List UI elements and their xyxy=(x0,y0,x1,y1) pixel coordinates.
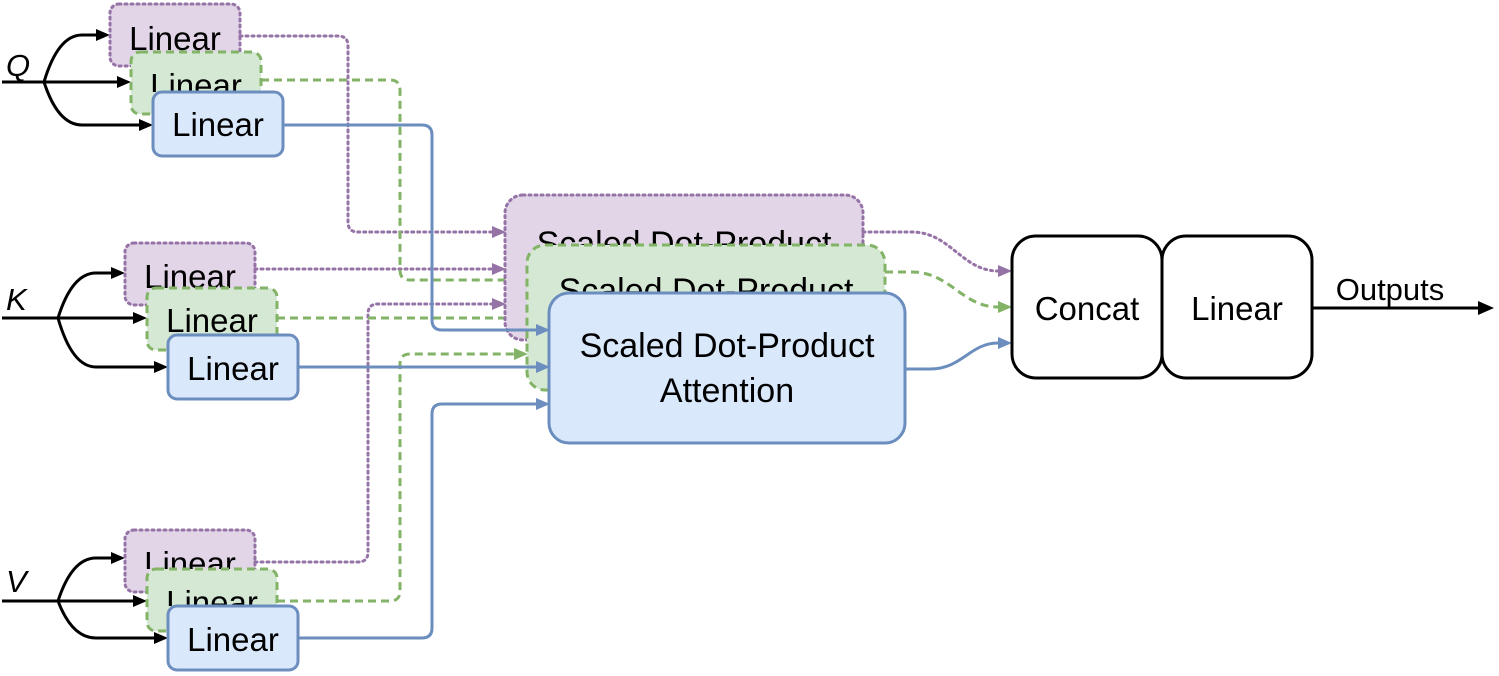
attention-purple-label: Scaled Dot-Product xyxy=(537,225,832,263)
v-arrowhead-blue xyxy=(154,632,168,644)
k-blue-arrowhead xyxy=(536,361,550,373)
q-linear-purple-label: Linear xyxy=(129,20,221,57)
k-arrowhead-green xyxy=(133,312,147,324)
green-head-connections xyxy=(261,78,516,603)
v-branch-blue xyxy=(56,600,161,640)
q-input-group: Q Linear Linear Linear xyxy=(2,2,285,158)
k-input-group: K Linear Linear Linear xyxy=(2,241,300,401)
k-branch-purple xyxy=(56,271,118,319)
k-label: K xyxy=(6,282,28,317)
v-arrowhead-green xyxy=(133,595,147,607)
q-branch-purple xyxy=(42,33,102,83)
q-linear-blue-label: Linear xyxy=(172,106,264,143)
v-label: V xyxy=(6,564,30,599)
blue-attention-to-concat xyxy=(905,341,999,371)
attention-green-label: Scaled Dot-Product xyxy=(559,272,854,310)
q-arrowhead-green xyxy=(117,76,131,88)
k-linear-purple-label: Linear xyxy=(144,258,236,295)
attention-line2: Attention xyxy=(660,372,794,410)
q-purple-to-attention xyxy=(238,34,496,234)
purple-attention-to-concat xyxy=(861,230,1000,273)
k-arrowhead-blue xyxy=(154,361,168,373)
outputs-label: Outputs xyxy=(1336,272,1445,307)
k-linear-green-label: Linear xyxy=(166,302,258,339)
v-input-group: V Linear Linear Linear xyxy=(2,528,300,672)
k-linear-blue-label: Linear xyxy=(187,350,279,387)
green-attention-to-concat xyxy=(885,270,999,309)
q-branch-blue xyxy=(42,81,146,127)
q-arrowhead-purple xyxy=(96,29,110,41)
blue-head-connections xyxy=(283,123,538,640)
q-blue-to-attention xyxy=(283,123,538,332)
purple-concat-arrowhead xyxy=(998,265,1012,277)
attention-blue xyxy=(547,291,907,445)
output-stage: Concat Linear Outputs xyxy=(1010,234,1494,380)
purple-head-arrowheads xyxy=(492,226,506,310)
k-purple-arrowhead xyxy=(492,263,506,275)
v-linear-blue-label: Linear xyxy=(187,621,279,658)
q-purple-arrowhead xyxy=(492,226,506,238)
attention-to-concat xyxy=(861,230,1012,371)
q-blue-arrowhead xyxy=(536,324,550,336)
v-branch-purple xyxy=(56,556,118,602)
q-linear-green-label: Linear xyxy=(150,67,242,104)
v-arrowhead-purple xyxy=(111,552,125,564)
blue-concat-arrowhead xyxy=(998,337,1012,349)
purple-head-connections xyxy=(238,34,496,564)
v-green-arrowhead xyxy=(514,348,528,360)
v-linear-green-label: Linear xyxy=(166,584,258,621)
v-blue-arrowhead xyxy=(536,398,550,410)
q-green-to-attention xyxy=(261,78,516,282)
k-arrowhead-purple xyxy=(111,267,125,279)
v-purple-arrowhead xyxy=(492,298,506,310)
v-green-to-attention xyxy=(277,352,516,603)
output-linear-label: Linear xyxy=(1191,290,1283,327)
q-arrowhead-blue xyxy=(139,119,153,131)
green-concat-arrowhead xyxy=(998,301,1012,313)
attention-line1: Scaled Dot-Product xyxy=(580,327,875,365)
q-label: Q xyxy=(6,48,30,83)
k-branch-blue xyxy=(56,317,161,369)
concat-label: Concat xyxy=(1035,290,1140,327)
v-purple-to-attention xyxy=(253,302,496,564)
blue-head-arrowheads xyxy=(536,324,550,410)
attention-front-block: Scaled Dot-Product Attention xyxy=(547,291,907,445)
v-linear-purple-label: Linear xyxy=(144,545,236,582)
v-blue-to-attention xyxy=(298,402,538,640)
outputs-arrowhead xyxy=(1478,301,1494,315)
